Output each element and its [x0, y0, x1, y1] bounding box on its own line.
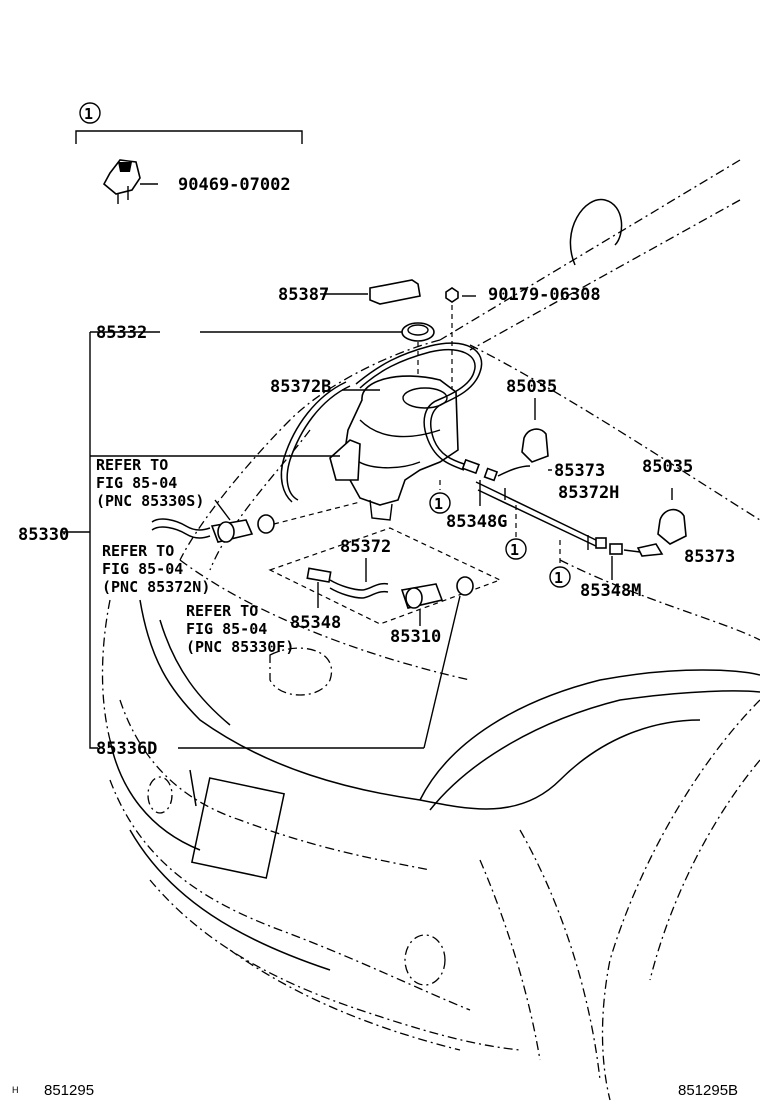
ref-note-85330S-line-1: REFER TO: [96, 456, 168, 474]
ref-note-85372N-line-3: (PNC 85372N): [102, 578, 210, 596]
part-label-85310: 85310: [390, 627, 441, 647]
washer-system-parts: [62, 280, 686, 748]
ref-note-85330F: REFER TO FIG 85-04 (PNC 85330F): [186, 602, 294, 656]
part-label-85336D: 85336D: [96, 739, 157, 759]
reference-notes: REFER TO FIG 85-04 (PNC 85330S) REFER TO…: [96, 456, 294, 656]
part-label-85348M: 85348M: [580, 581, 641, 601]
footer-left-code: 851295: [44, 1082, 94, 1099]
part-label-85373-b: 85373: [684, 547, 735, 567]
part-label-85372: 85372: [340, 537, 391, 557]
marker-text-1: 1: [434, 495, 443, 513]
part-label-85348G: 85348G: [446, 512, 507, 532]
marker-text-2: 1: [510, 541, 519, 559]
part-labels: 85387 90179-06308 85332 85372B 85035 853…: [18, 285, 735, 759]
ref-note-85372N: REFER TO FIG 85-04 (PNC 85372N): [102, 542, 210, 596]
part-label-85387: 85387: [278, 285, 329, 305]
ref-note-85372N-line-2: FIG 85-04: [102, 560, 183, 578]
ref-note-85330F-line-2: FIG 85-04: [186, 620, 267, 638]
ref-note-85330S-line-3: (PNC 85330S): [96, 492, 204, 510]
part-label-85332: 85332: [96, 323, 147, 343]
footer: H 851295 851295B: [12, 1082, 738, 1099]
callout-number: 1: [84, 105, 93, 123]
license-plate: [190, 770, 284, 878]
part-label-85330: 85330: [18, 525, 69, 545]
part-label-85372H: 85372H: [558, 483, 619, 503]
footer-marker: H: [12, 1085, 19, 1095]
part-label-85373-a: 85373: [554, 461, 605, 481]
part-label-85348: 85348: [290, 613, 341, 633]
part-label-85035-b: 85035: [642, 457, 693, 477]
ref-note-85330F-line-1: REFER TO: [186, 602, 258, 620]
part-label-85372B: 85372B: [270, 377, 331, 397]
circle-markers: 1 1 1: [430, 493, 570, 587]
ref-note-85330S: REFER TO FIG 85-04 (PNC 85330S): [96, 456, 204, 510]
marker-text-3: 1: [554, 569, 563, 587]
clip-callout: 1 90469-07002: [76, 103, 302, 204]
ref-note-85330F-line-3: (PNC 85330F): [186, 638, 294, 656]
part-label-90179-06308: 90179-06308: [488, 285, 601, 305]
ref-note-85372N-line-1: REFER TO: [102, 542, 174, 560]
part-label-90469-07002: 90469-07002: [178, 175, 291, 195]
ref-note-85330S-line-2: FIG 85-04: [96, 474, 177, 492]
footer-right-code: 851295B: [678, 1082, 738, 1099]
part-label-85035-a: 85035: [506, 377, 557, 397]
